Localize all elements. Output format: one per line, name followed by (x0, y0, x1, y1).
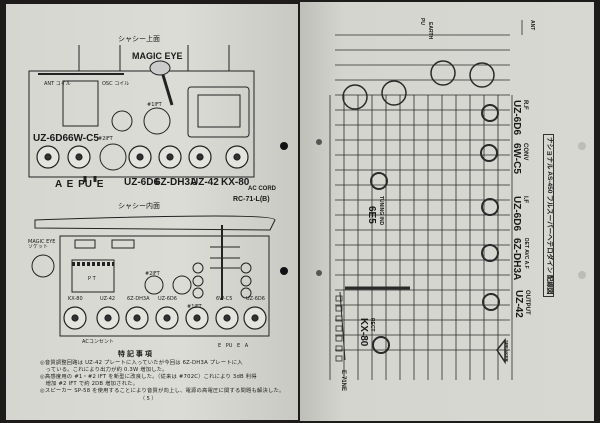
tube-role: DET AVC A.F (523, 238, 529, 269)
note-line: っている。これにより出力が約 0.3W 増加した。 (40, 367, 168, 373)
tube-socket-pin (223, 314, 231, 322)
ac-cord-label: AC CORD (248, 186, 276, 192)
pt-label: P T (88, 276, 96, 282)
osc-coil-label: OSC コイル (102, 81, 130, 87)
power-transformer (187, 86, 250, 138)
tube-socket-pin (136, 153, 144, 161)
right-page (300, 2, 594, 421)
switch-contact (335, 335, 343, 342)
tube-socket-pin (193, 314, 201, 322)
binder-hole (280, 142, 288, 150)
tube-label: 6Z-DH3A (127, 296, 150, 302)
tube-role: I.F (522, 196, 528, 203)
pu-label: PU (419, 18, 425, 25)
variable-capacitor-symbol (430, 60, 456, 86)
note-line: 増加 #2 IFT で約 2DB 増加された。 (40, 381, 139, 387)
binder-hole (578, 142, 586, 150)
note-line: ◎スピーカー SP-58 を使用することにより音質が向上し、電源の高電圧に関する… (40, 388, 285, 394)
magic-eye-label: MAGIC EYE (132, 51, 183, 61)
tube-label: UZ-6D6 (124, 177, 160, 188)
tube-role: TUNING IND (378, 196, 384, 226)
tube-type: KX-80 (358, 318, 369, 347)
ant-coil-label: ANT コイル (44, 81, 71, 87)
inside-terminal-labels: E PU E A (218, 343, 249, 349)
vacuum-tube-symbol (370, 172, 388, 190)
notes-title: 特 記 事 項 (118, 351, 152, 358)
ant-label: ANT (529, 20, 535, 31)
tube-role: CONV (522, 143, 528, 161)
top-chassis-outline (28, 70, 255, 178)
tube-socket-pin (251, 314, 259, 322)
switch-contact (335, 315, 343, 322)
vacuum-tube-symbol (480, 144, 498, 162)
magic-eye-socket (31, 254, 55, 278)
tube-role: RECT (369, 318, 375, 332)
wire (339, 291, 346, 361)
switch-contact (335, 305, 343, 312)
tube-label: 6W-C5 (68, 133, 99, 144)
ift1-label: #1IFT (147, 102, 162, 108)
tube-role: R.F (522, 100, 528, 110)
inside-chassis-outline (59, 235, 270, 337)
tube-label: KX-80 (221, 177, 250, 188)
ift2-label: #2IFT (145, 271, 160, 277)
speaker-symbol (496, 337, 506, 365)
variable-capacitor-symbol (381, 80, 407, 106)
note-line: ◎高感度用の #1・#2 IFT を新型に改良した。（従来は #702C）これに… (40, 374, 257, 380)
page-number: （ 5 ） (140, 396, 157, 402)
switch-contact (335, 345, 343, 352)
binder-hole (316, 139, 322, 145)
binder-hole (578, 271, 586, 279)
tube-label: 6W-C5 (216, 296, 233, 302)
model-label: RC-71-L(B) (233, 196, 270, 203)
vacuum-tube-symbol (372, 336, 390, 354)
tube-label: UZ-6D6 (33, 133, 69, 144)
tube-label: KX-80 (68, 296, 83, 302)
tube-socket-pin (104, 314, 112, 322)
schematic-title: ナショナル AS-450 フルスーパーヘテロダイン 配線図 (543, 134, 554, 298)
tube-socket-pin (166, 153, 174, 161)
inside-view-title: シャシー内面 (118, 202, 160, 210)
switch-contact (335, 355, 343, 362)
variable-capacitor-symbol (469, 62, 495, 88)
tube-socket-pin (163, 314, 171, 322)
tube-socket-pin (133, 314, 141, 322)
ac-outlet-label: ACコンセント (82, 339, 114, 345)
magic-eye-socket-label: MAGIC EYE ソケット (28, 239, 56, 250)
tube-socket-pin (44, 153, 52, 161)
tube-type: 6Z-DH3A (511, 238, 522, 281)
switch-contact (335, 295, 343, 302)
ift2-label: #2IFT (98, 136, 113, 142)
tube-type: 6E5 (366, 206, 377, 224)
binder-hole (316, 270, 322, 276)
terminal-labels: A E PU E (55, 179, 104, 190)
switch-contact (335, 325, 343, 332)
tube-socket-pin (233, 153, 241, 161)
earth-label: EARTH (427, 22, 433, 40)
tube-socket-pin (75, 153, 83, 161)
code-label: E-71NE (340, 370, 346, 392)
tube-label: UZ-42 (100, 296, 116, 302)
tube-label: 6Z-DH3A (155, 177, 198, 188)
ift1-label: #1IFT (187, 304, 202, 310)
tube-socket-pin (196, 153, 204, 161)
vacuum-tube-symbol (482, 293, 500, 311)
tube-socket-pin (71, 314, 79, 322)
tube-label: UZ-6D6 (158, 296, 177, 302)
speaker-label: SPEAKER (504, 340, 509, 362)
variable-capacitor-symbol (342, 84, 368, 110)
tube-label: UZ-6D6 (246, 296, 265, 302)
tube-label: UZ-42 (191, 177, 219, 188)
tube-type: 6W-C5 (511, 143, 522, 174)
top-view-title: シャシー上面 (118, 35, 160, 43)
tube-type: UZ-6D6 (511, 196, 522, 232)
binder-hole (280, 267, 288, 275)
tube-type: UZ-42 (513, 290, 524, 318)
tube-type: UZ-6D6 (511, 100, 522, 136)
note-line: ◎音質調整回路は UZ-42 プレートに入っていたが今回は 6Z-DH3A プレ… (40, 360, 243, 366)
tube-role: OUTPUT (524, 290, 530, 315)
